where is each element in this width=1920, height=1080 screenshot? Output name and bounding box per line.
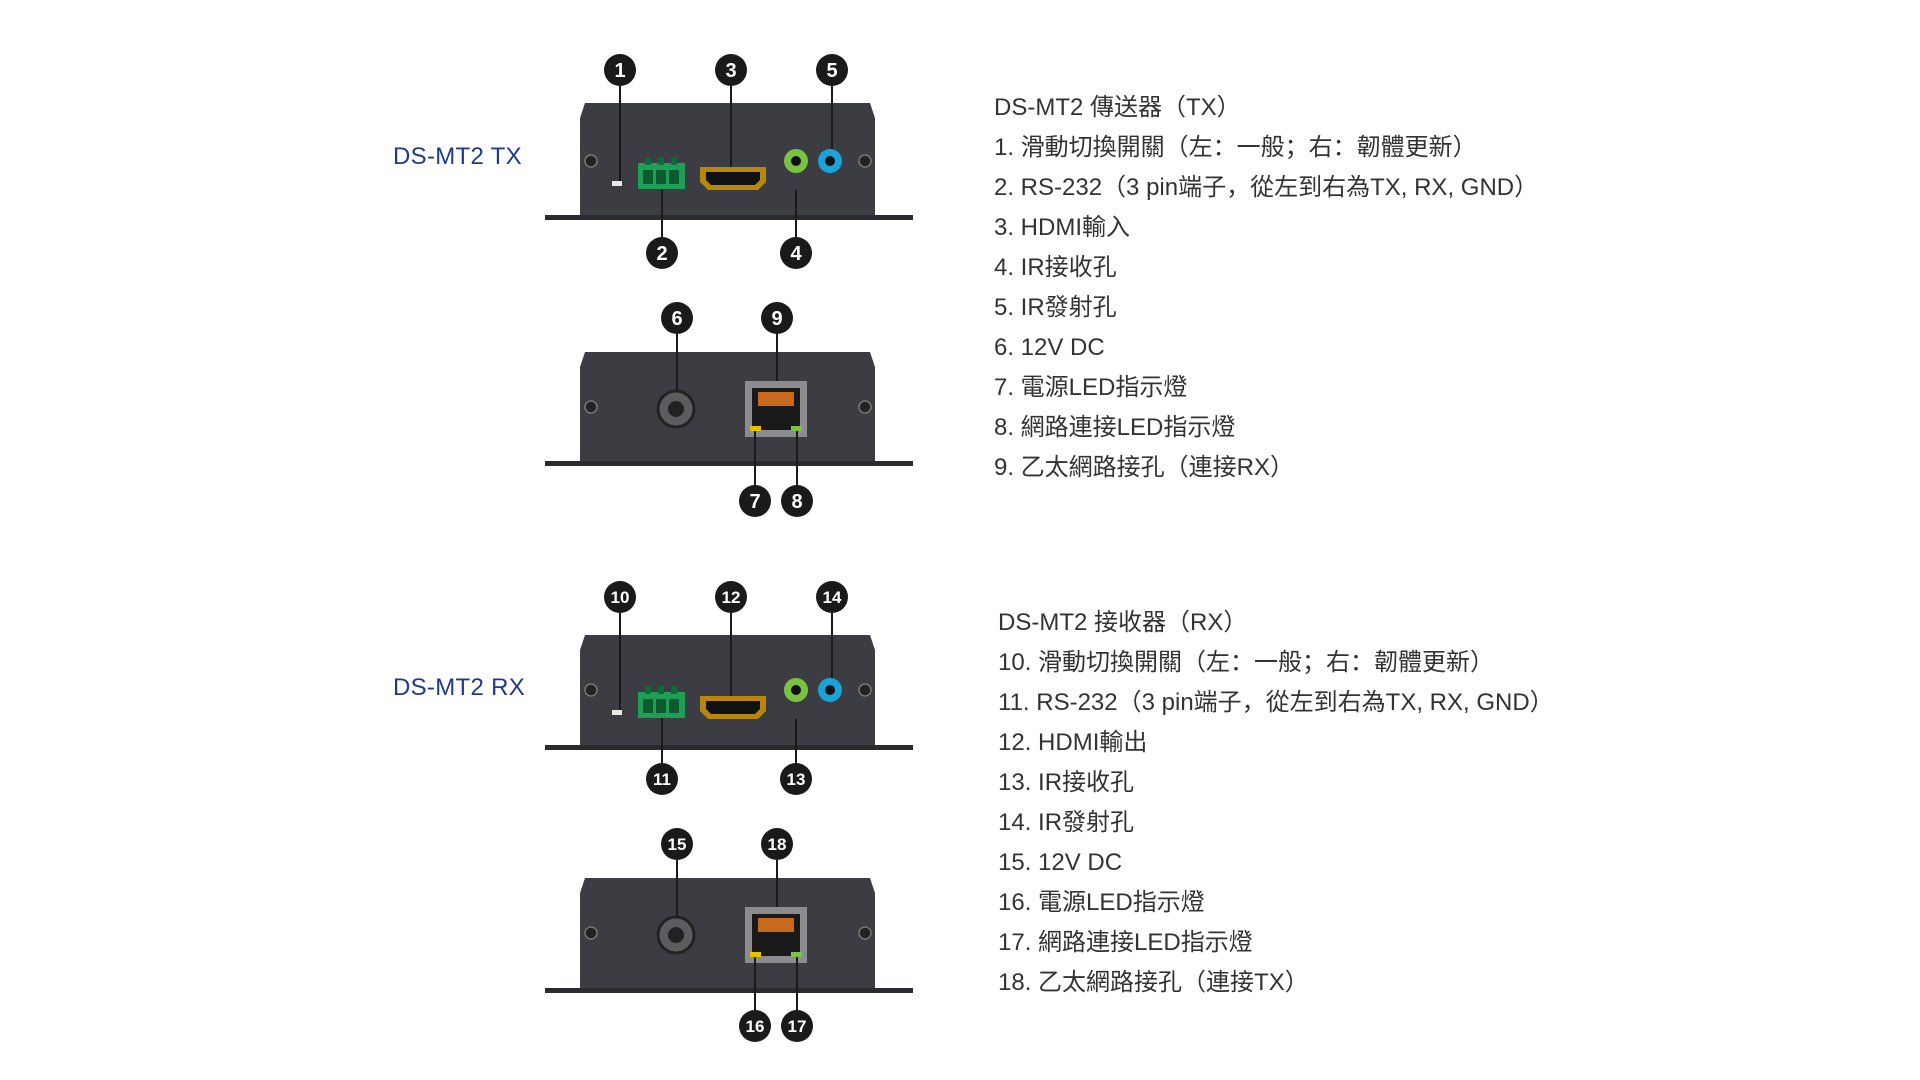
callout-7: 7	[739, 485, 771, 517]
screw-icon	[858, 683, 872, 697]
tx-spec-item: 8. 網路連接LED指示燈	[994, 414, 1236, 441]
screw-icon	[858, 400, 872, 414]
svg-text:7: 7	[749, 491, 760, 513]
callout-14: 14	[816, 581, 848, 613]
callout-11: 11	[646, 763, 678, 795]
svg-text:17: 17	[788, 1017, 807, 1036]
tx-spec-item: 9. 乙太網路接孔（連接RX）	[994, 454, 1295, 481]
callout-10: 10	[604, 581, 636, 613]
screw-icon	[584, 926, 598, 940]
svg-text:4: 4	[790, 243, 802, 265]
tx-spec-item: 6. 12V DC	[994, 334, 1105, 361]
callout-17: 17	[781, 1010, 813, 1042]
rs232-terminal-block[interactable]	[638, 686, 685, 718]
rx-spec-item: 18. 乙太網路接孔（連接TX）	[998, 969, 1309, 996]
callout-5: 5	[816, 54, 848, 86]
svg-text:15: 15	[668, 835, 687, 854]
hdmi-output-port[interactable]	[700, 696, 766, 719]
svg-text:12: 12	[722, 588, 741, 607]
callout-1: 1	[604, 54, 636, 86]
rx-rear-panel	[545, 878, 913, 993]
numbered-callouts-rx: 10 11 12 13 14 15 16 17 18	[604, 581, 848, 1042]
tx-spec-item: 3. HDMI輸入	[994, 214, 1131, 241]
callout-3: 3	[715, 54, 747, 86]
rx-spec-title: DS-MT2 接收器（RX）	[998, 609, 1248, 636]
tx-spec-item: 2. RS-232（3 pin端子，從左到右為TX, RX, GND）	[994, 174, 1539, 201]
svg-text:11: 11	[653, 770, 671, 789]
callout-4: 4	[780, 237, 812, 269]
svg-text:9: 9	[771, 308, 782, 330]
callout-16: 16	[739, 1010, 771, 1042]
tx-spec-title: DS-MT2 傳送器（TX）	[994, 94, 1241, 121]
screw-icon	[584, 154, 598, 168]
rx-spec-item: 11. RS-232（3 pin端子，從左到右為TX, RX, GND）	[998, 689, 1554, 716]
ir-receiver-jack[interactable]	[784, 149, 808, 173]
rx-front-panel	[545, 635, 913, 750]
screw-icon	[584, 683, 598, 697]
rx-spec-item: 12. HDMI輸出	[998, 729, 1148, 756]
dc-power-jack[interactable]	[656, 389, 696, 429]
callout-leader-lines	[619, 86, 833, 1010]
rx-model-label: DS-MT2 RX	[393, 674, 526, 701]
rx-spec-list: DS-MT2 接收器（RX） 10. 滑動切換開關（左：一般；右：韌體更新） 1…	[998, 603, 1554, 1003]
rx-spec-item: 14. IR發射孔	[998, 809, 1135, 836]
rx-spec-item: 16. 電源LED指示燈	[998, 889, 1205, 916]
callout-6: 6	[661, 302, 693, 334]
callout-9: 9	[761, 302, 793, 334]
ir-receiver-jack[interactable]	[784, 678, 808, 702]
ethernet-port[interactable]	[745, 907, 807, 963]
rs232-terminal-block[interactable]	[638, 157, 685, 189]
power-led-indicator	[750, 426, 761, 431]
svg-text:18: 18	[768, 835, 787, 854]
power-led-indicator	[750, 952, 761, 957]
link-led-indicator	[791, 426, 802, 431]
hdmi-input-port[interactable]	[700, 167, 766, 190]
tx-model-label: DS-MT2 TX	[393, 143, 522, 170]
svg-text:5: 5	[826, 60, 837, 82]
screw-icon	[858, 926, 872, 940]
ethernet-port[interactable]	[745, 381, 807, 437]
screw-icon	[858, 154, 872, 168]
ir-emitter-jack[interactable]	[818, 149, 842, 173]
tx-spec-list: DS-MT2 傳送器（TX） 1. 滑動切換開關（左：一般；右：韌體更新） 2.…	[994, 88, 1538, 488]
rx-spec-item: 15. 12V DC	[998, 849, 1123, 876]
dc-power-jack[interactable]	[656, 915, 696, 955]
slide-switch[interactable]	[612, 710, 622, 715]
callout-12: 12	[715, 581, 747, 613]
tx-spec-item: 4. IR接收孔	[994, 254, 1117, 281]
svg-text:14: 14	[823, 588, 842, 607]
svg-text:2: 2	[656, 243, 667, 265]
rx-spec-item: 10. 滑動切換開關（左：一般；右：韌體更新）	[998, 649, 1495, 676]
callout-2: 2	[646, 237, 678, 269]
ir-emitter-jack[interactable]	[818, 678, 842, 702]
tx-front-panel	[545, 103, 913, 220]
tx-spec-item: 5. IR發射孔	[994, 294, 1117, 321]
link-led-indicator	[791, 952, 802, 957]
callout-15: 15	[661, 828, 693, 860]
callout-18: 18	[761, 828, 793, 860]
slide-switch[interactable]	[612, 181, 622, 186]
svg-text:16: 16	[746, 1017, 765, 1036]
screw-icon	[584, 400, 598, 414]
numbered-callouts: 1 2 3 4 5 6 7 8 9	[604, 54, 848, 517]
svg-text:6: 6	[671, 308, 682, 330]
svg-text:3: 3	[725, 60, 736, 82]
svg-text:1: 1	[614, 60, 625, 82]
svg-text:13: 13	[787, 770, 806, 789]
svg-text:10: 10	[611, 588, 630, 607]
callout-13: 13	[780, 763, 812, 795]
callout-8: 8	[781, 485, 813, 517]
tx-rear-panel	[545, 352, 913, 466]
tx-spec-item: 1. 滑動切換開關（左：一般；右：韌體更新）	[994, 134, 1477, 161]
rx-spec-item: 17. 網路連接LED指示燈	[998, 929, 1253, 956]
tx-spec-item: 7. 電源LED指示燈	[994, 374, 1188, 401]
svg-text:8: 8	[791, 491, 802, 513]
rx-spec-item: 13. IR接收孔	[998, 769, 1135, 796]
